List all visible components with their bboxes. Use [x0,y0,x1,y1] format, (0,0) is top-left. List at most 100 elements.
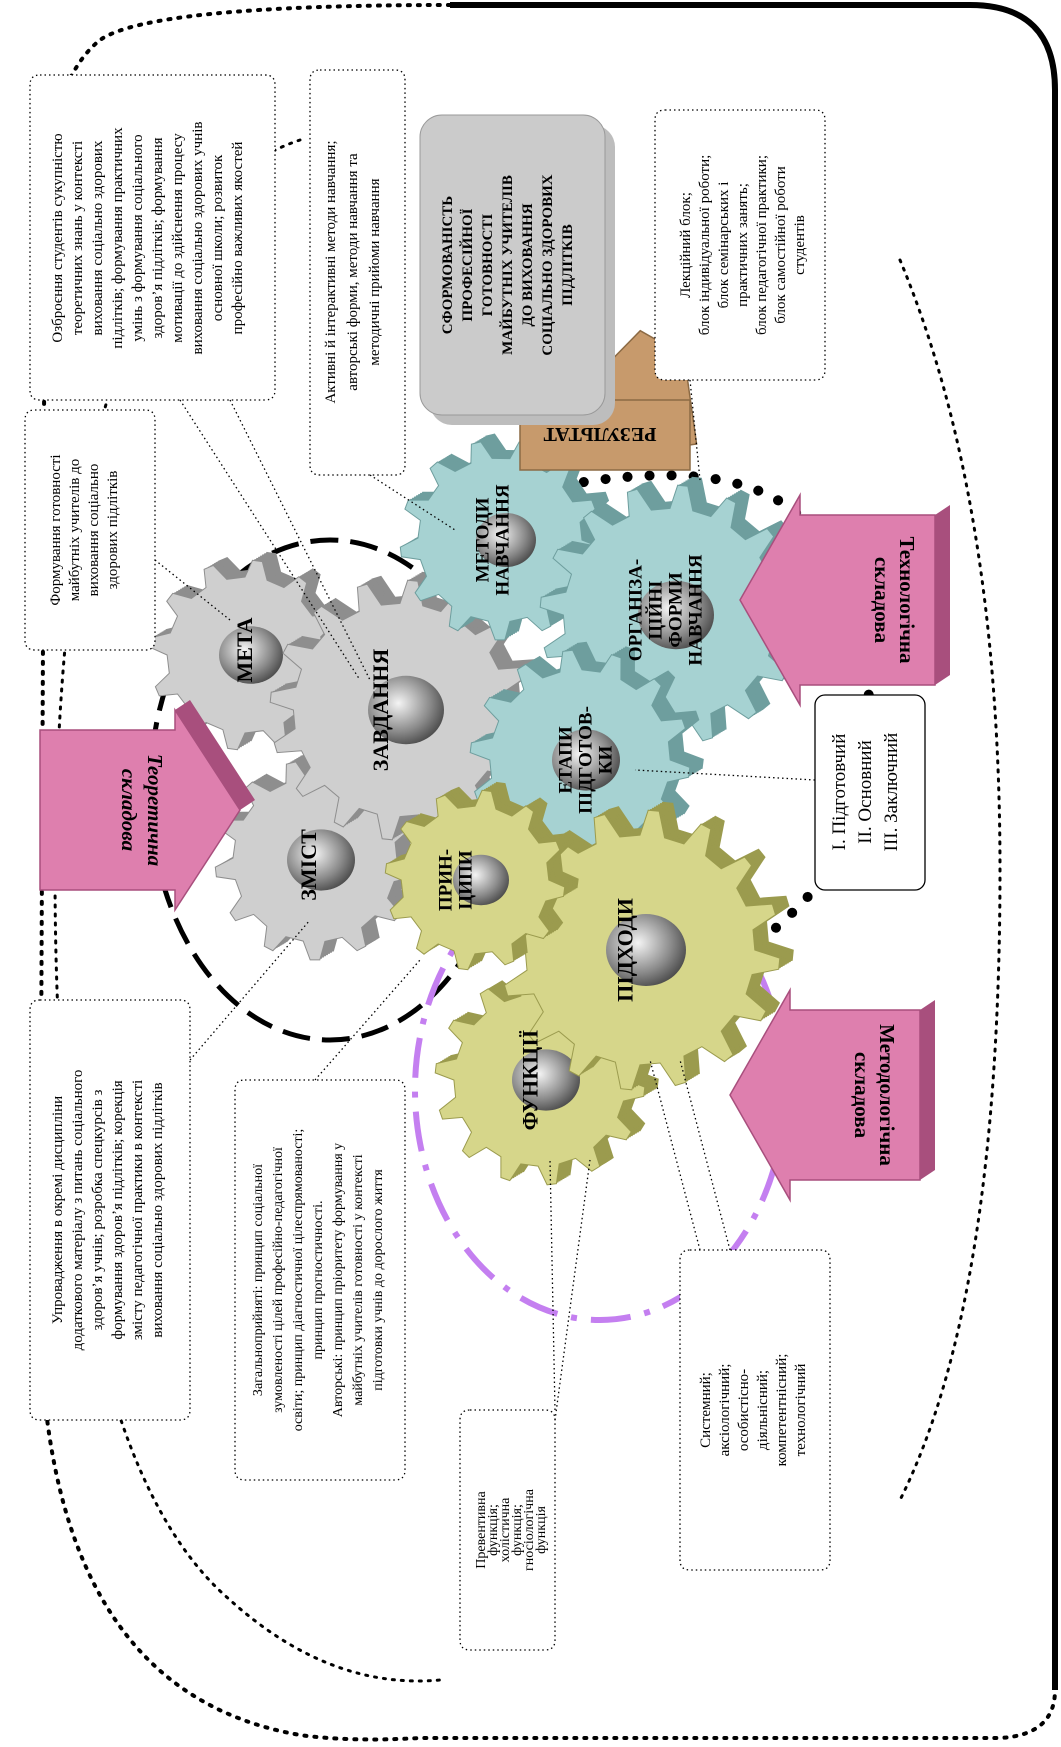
txt-functions-line-5: функція [534,1506,549,1554]
txt-tasks-line-4: умінь з формування соціального [130,134,146,341]
gear-label-etapy-0: ЕТАПИ [556,726,577,793]
txt-goal-line-3: здорових підлітків [105,471,121,590]
gear-label-pryntsypy-1: ЦИПИ [456,850,477,909]
methodological-label-1: Методологічна [875,1024,899,1166]
gear-label-metody-1: НАВЧАННЯ [493,484,514,595]
txt-principles-line-2: освіти; принцип діагностичної цілеспрямо… [291,1129,306,1432]
technological-label-1: Технологічна [895,536,919,664]
gear-label-pryntsypy-0: ПРИН- [436,849,457,911]
txt-functions-line-3: функція; [510,1504,525,1556]
txt-functions-line-0: Превентивна [474,1490,489,1568]
gear-label-etapy-2: КИ [596,746,617,775]
callout-forms: Лекційний блок;блок індивідуальної робот… [654,109,826,481]
txt-stages-line-1: ІІ. Основний [855,740,876,843]
txt-forms-line-5: блок самостійної роботи [773,166,789,324]
txt-principles-line-4: Авторські: принцип пріоритету формування… [331,1143,346,1417]
gear-metody [399,433,614,641]
result-box-text-line-2: ГОТОВНОСТІ [480,214,496,317]
result-box-text-line-0: СФОРМОВАНІСТЬ [440,196,456,335]
txt-stages-line-2: ІІІ. Заключний [881,733,902,852]
txt-tasks-line-8: основної школи; розвиток [210,154,226,321]
result-box-text-line-3: МАЙБУТНІХ УЧИТЕЛІВ [499,175,516,355]
txt-content-line-3: формування здоров’я підлітків; корекція [110,1080,126,1339]
gear-label-etapy-1: ПІДГОТОВ- [576,706,597,814]
callout-methods: Активні й інтерактивні методи навчання; а… [309,69,456,531]
gear-label-forms-1: ЦІЙНІ [645,580,667,639]
txt-forms-line-0: Лекційний блок; [678,192,694,298]
txt-functions-line-1: функція; [486,1504,501,1556]
txt-content-line-1: додаткового матеріалу з питань соціально… [70,1070,86,1351]
txt-content-line-5: виховання соціально здорових підлітків [150,1082,166,1337]
gear-label-forms-0: ОРГАНІЗА- [626,559,647,661]
txt-approaches-line-2: особистісно- [736,1369,752,1451]
txt-approaches-line-4: компетентнісний; [774,1354,790,1467]
txt-content-line-2: здоров’я учнів; розробка спецкурсів з [90,1090,106,1331]
outer-frame-dotted [37,3,1057,1742]
result-arrow-label: РЕЗУЛЬТАТ [543,423,657,445]
txt-approaches-line-3: діяльнісний; [755,1370,771,1450]
txt-tasks-line-6: мотивації до здійснення процесу [170,133,186,343]
theoretical-arrow: Теоретична складова [39,700,255,913]
txt-forms-line-4: блок педагогічної практики; [754,155,770,335]
txt-principles-line-6: підготовки учнів до дорослого життя [371,1169,386,1391]
txt-functions-line-4: гносіологічна [522,1488,537,1571]
methodological-label-2: складова [850,1052,874,1139]
txt-approaches-line-1: аксіологічний; [717,1364,733,1457]
txt-functions-line-2: холістична [498,1497,513,1563]
txt-methods-line-0: Активні й інтерактивні методи навчання; [323,140,339,403]
txt-methods-line-1: авторські форми, методи навчання та [345,153,361,391]
txt-tasks-line-5: здоров’я підлітків; формування [150,137,166,338]
gear-label-funktsii-0: ФУНКЦІЇ [518,1030,543,1131]
txt-tasks-line-7: виховання соціально здорових учнів [190,122,206,355]
theoretical-label-1: Теоретична [143,754,167,866]
theoretical-label-2: складова [117,769,141,851]
txt-forms-line-6: студентів [792,215,808,275]
txt-forms-line-3: практичних занять; [735,183,751,307]
result-box-text-line-5: СОЦІАЛЬНО ЗДОРОВИХ [540,174,556,355]
txt-approaches-line-0: Системний; [698,1372,714,1448]
technological-label-2: складова [870,557,894,644]
txt-goal-line-1: майбутніх учителів до [67,459,83,602]
gear-zavdannia [269,571,544,841]
txt-tasks-line-0: Озброєння студентів сукупністю [50,133,66,342]
gear-label-zmist: ЗМІСТ [296,829,321,901]
technological-arrow: Технологічна складова [739,492,950,708]
txt-principles-line-1: зумовленості цілей професійно-педагогічн… [271,1147,286,1413]
txt-tasks-line-2: виховання соціально здорових [90,140,106,335]
gear-pidkhody [499,801,794,1091]
txt-tasks-line-3: підлітків; формування практичних [110,127,126,349]
gear-label-pidkhody-0: ПІДХОДИ [613,898,638,1002]
callout-functions: Превентивнафункція;холістичнафункція;гно… [459,1159,591,1651]
txt-tasks-line-1: теоретичних знань у контексті [70,141,86,335]
methodological-arrow: Методологічна складова [729,987,935,1203]
callout-approaches: Системний;аксіологічний;особистісно-діял… [649,1059,831,1571]
gear-label-metody-0: МЕТОДИ [473,497,494,582]
txt-forms-line-2: блок семінарських і [716,182,732,309]
right-oval-dotted [898,258,1002,1502]
txt-principles-line-0: Загальноприйняті: принцип соціальної [251,1164,266,1396]
result-box-text-line-1: ПРОФЕСІЙНОЇ [459,208,476,321]
txt-content-line-4: змісту педагогічної практики в контексті [130,1080,146,1340]
txt-content-line-0: Упровадження в окремі дисципліни [50,1096,66,1324]
txt-principles-line-5: майбутніх учителів готовності у контекст… [351,1154,366,1405]
txt-goal-line-0: Формування готовності [48,454,64,605]
gear-pryntsypy [384,781,579,971]
result-box-text-line-4: ДО ВИХОВАННЯ [520,203,536,326]
txt-methods-line-2: методичні прийоми навчання [367,178,383,365]
callout-principles: Загальноприйняті: принцип соціальної зумо… [234,959,421,1481]
txt-stages-line-0: І. Підготовчий [829,734,850,851]
result-box-text-line-6: ПІДЛІТКІВ [560,224,576,306]
gear-label-zavdannia: ЗАВДАННЯ [368,649,393,772]
txt-principles-line-3: принцип прогностичності. [311,1201,326,1360]
txt-tasks-line-9: професійно важливих якостей [230,142,246,335]
gear-label-meta: МЕТА [232,617,257,682]
gear-label-forms-3: НАВЧАННЯ [686,554,707,665]
txt-goal-line-2: виховання соціально [86,464,102,597]
